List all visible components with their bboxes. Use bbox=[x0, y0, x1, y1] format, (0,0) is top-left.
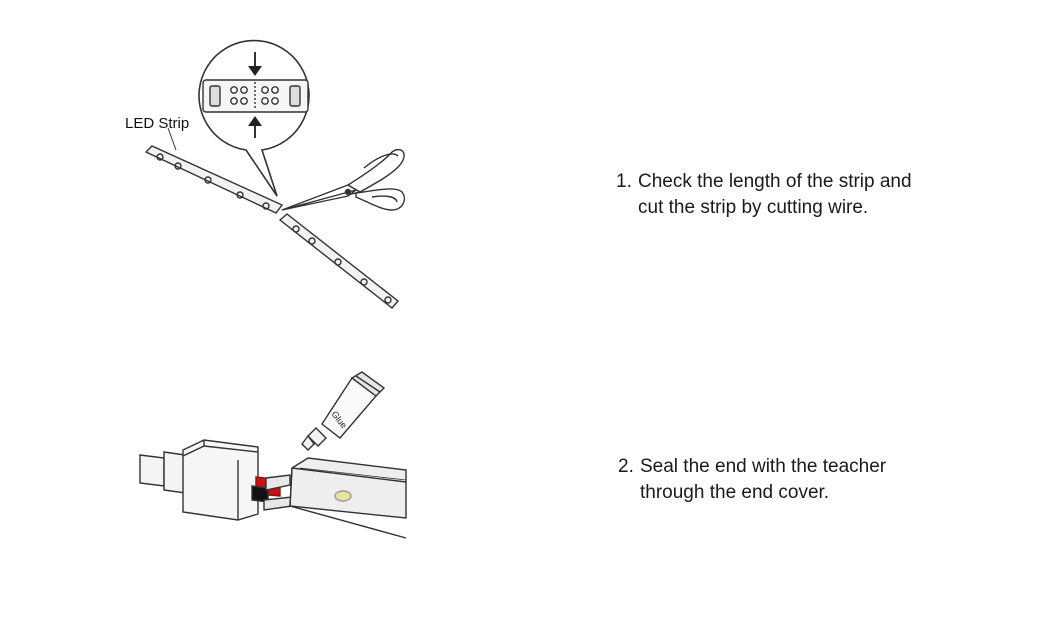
end-cover-seal-illustration bbox=[139, 371, 407, 539]
connection-wires bbox=[251, 474, 293, 511]
scissors-icon bbox=[281, 148, 406, 211]
led-strip-segment-lower bbox=[278, 213, 400, 309]
led-strip-cut-illustration bbox=[144, 39, 406, 309]
led-strip-label: LED Strip bbox=[125, 115, 189, 132]
glue-tube-icon bbox=[301, 371, 386, 451]
step-number: 2. bbox=[618, 456, 634, 477]
silicone-strip-housing bbox=[289, 457, 407, 539]
step-2-instruction: 2. Seal the end with the teacher through … bbox=[618, 454, 886, 506]
step-1-instruction: 1. Check the length of the strip and cut … bbox=[616, 169, 912, 221]
step-text-line-1: Check the length of the strip and bbox=[638, 171, 912, 192]
end-cap bbox=[182, 439, 259, 521]
step-text-line-1: Seal the end with the teacher bbox=[640, 456, 887, 477]
led-strip-segment-upper bbox=[144, 145, 284, 214]
step-number: 1. bbox=[616, 171, 632, 192]
magnifier-callout bbox=[198, 39, 310, 197]
step-text-line-2: through the end cover. bbox=[640, 482, 830, 503]
step-text-line-2: cut the strip by cutting wire. bbox=[638, 197, 869, 218]
